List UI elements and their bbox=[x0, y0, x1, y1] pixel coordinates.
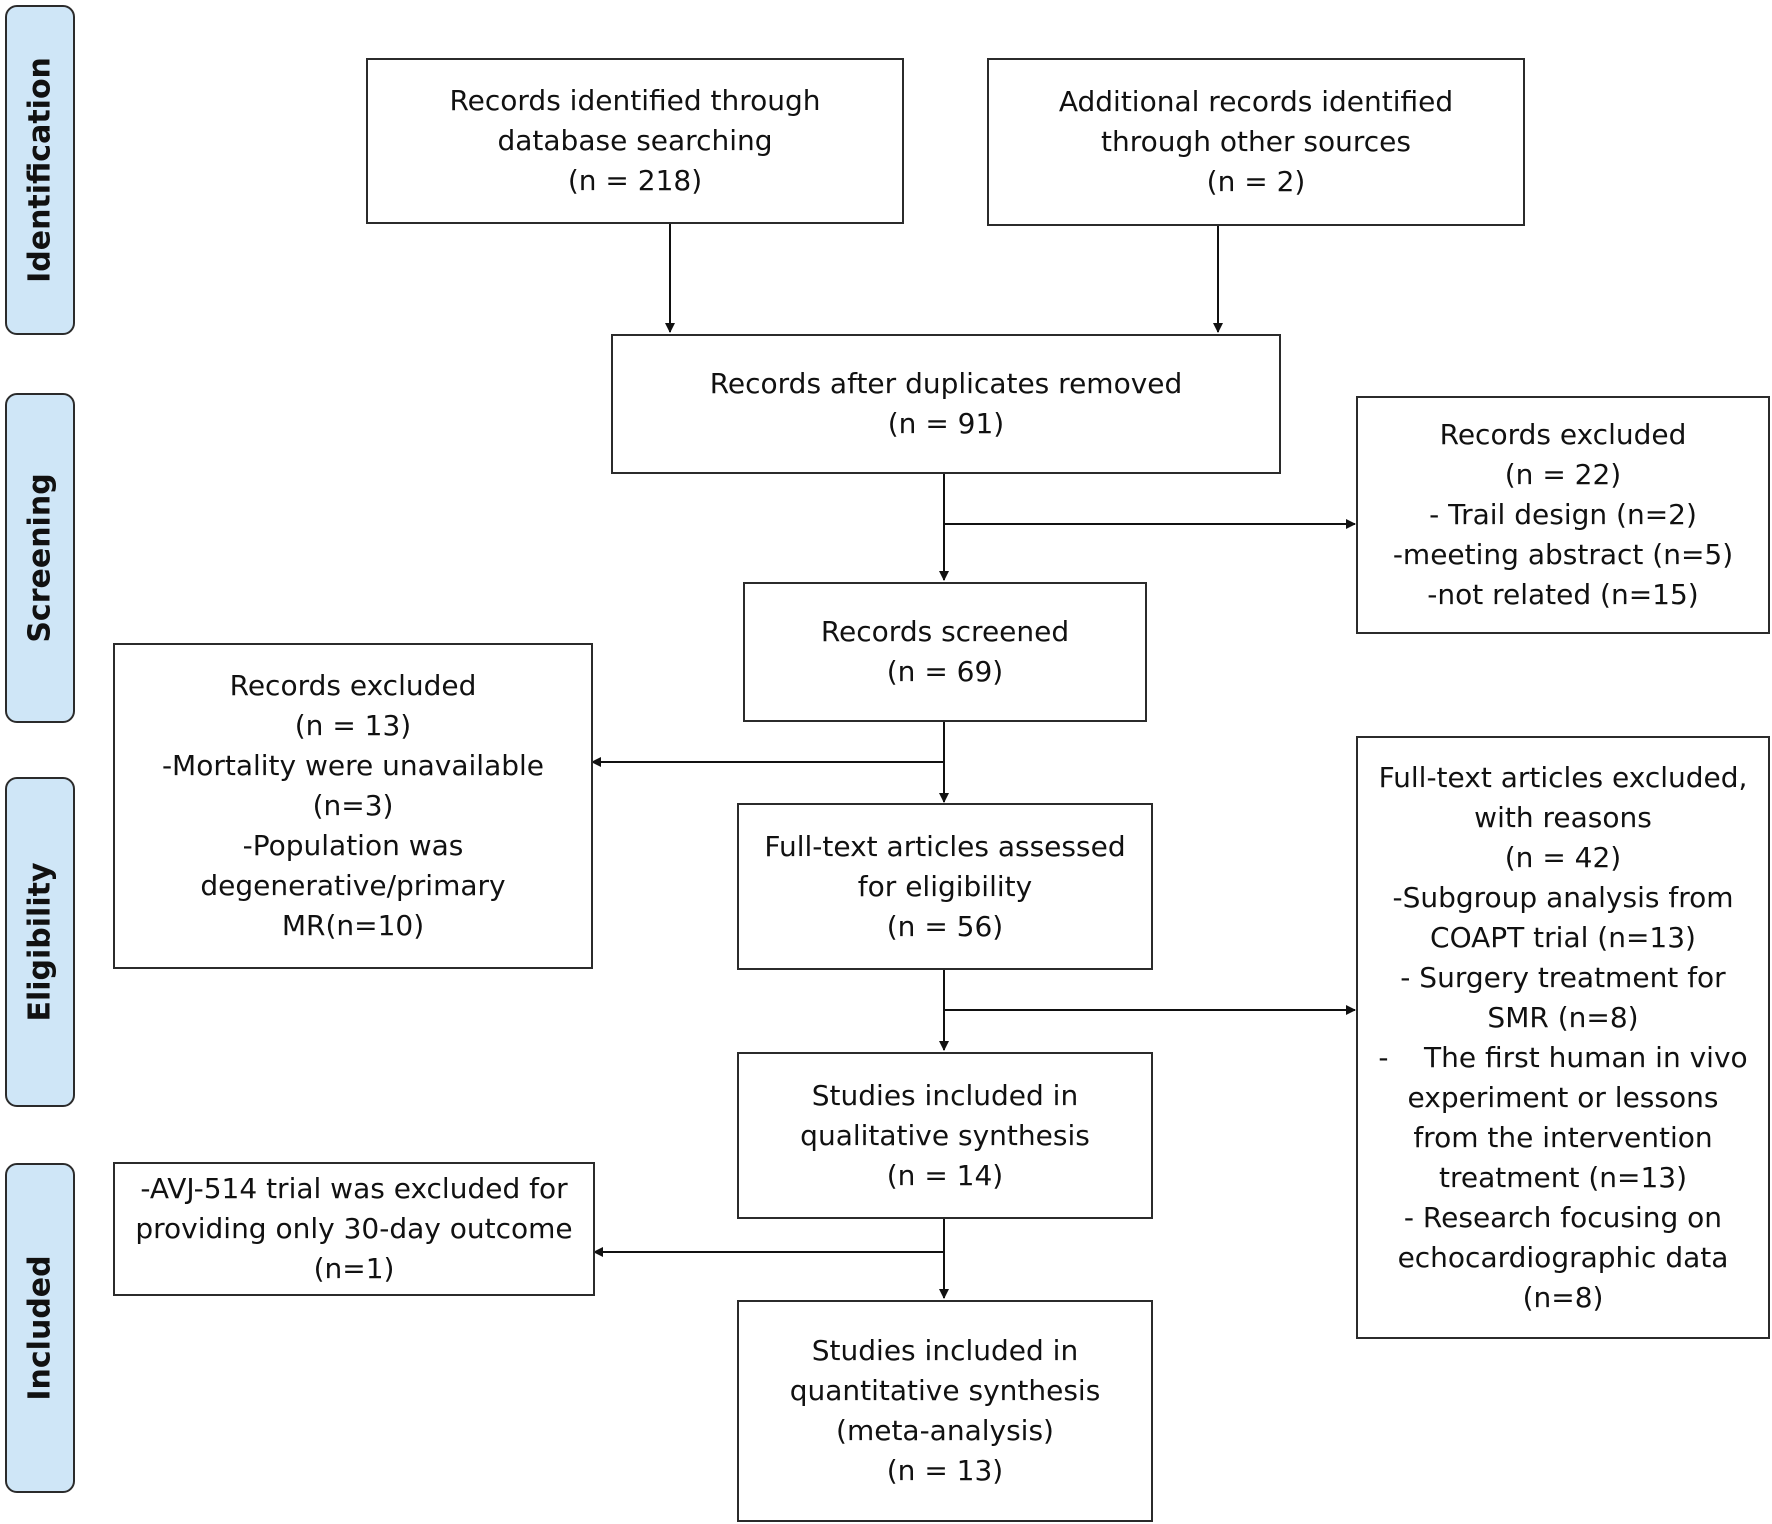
stage-screening-label: Screening bbox=[22, 473, 58, 643]
box-line: providing only 30-day outcome bbox=[135, 1212, 573, 1245]
box-line: - Research focusing on bbox=[1403, 1200, 1723, 1234]
box-line: -not related (n=15) bbox=[1427, 578, 1699, 611]
box-line: Records screened bbox=[820, 615, 1070, 648]
stage-eligibility-label: Eligibility bbox=[22, 862, 58, 1022]
box-line: (n = 218) bbox=[567, 164, 703, 197]
box-line: (n=1) bbox=[313, 1252, 395, 1285]
box-line: from the intervention bbox=[1413, 1120, 1713, 1154]
box-line: SMR (n=8) bbox=[1487, 1000, 1639, 1034]
box-line: (n = 13) bbox=[886, 1454, 1004, 1487]
box-line: treatment (n=13) bbox=[1438, 1160, 1688, 1194]
box-line: with reasons bbox=[1474, 800, 1652, 834]
box-line: - Trail design (n=2) bbox=[1429, 498, 1697, 531]
box-line: -AVJ-514 trial was excluded for bbox=[140, 1172, 568, 1205]
box-line: Studies included in bbox=[811, 1078, 1079, 1112]
box-line: Full-text articles assessed bbox=[764, 829, 1126, 863]
box-line: (n=8) bbox=[1522, 1280, 1604, 1314]
box-line: (n = 14) bbox=[886, 1158, 1004, 1192]
box-line: COAPT trial (n=13) bbox=[1430, 920, 1696, 954]
box-line: (n=3) bbox=[312, 789, 394, 822]
box-line: (n = 42) bbox=[1504, 840, 1622, 874]
quantitative-synthesis-box: Studies included in quantitative synthes… bbox=[737, 1300, 1153, 1522]
box-line: quantitative synthesis bbox=[789, 1374, 1101, 1407]
records-screened-box: Records screened (n = 69) bbox=[743, 582, 1147, 722]
full-text-excluded-box: Full-text articles excluded, with reason… bbox=[1356, 736, 1770, 1339]
box-line: -Subgroup analysis from bbox=[1392, 880, 1734, 914]
box-line: degenerative/primary bbox=[200, 869, 506, 902]
box-line: (n = 69) bbox=[886, 655, 1004, 688]
qualitative-synthesis-box: Studies included in qualitative synthesi… bbox=[737, 1052, 1153, 1219]
box-line: Additional records identified bbox=[1058, 85, 1454, 118]
box-line: Full-text articles excluded, bbox=[1378, 760, 1748, 794]
box-line: - The first human in vivo bbox=[1378, 1040, 1748, 1074]
full-text-assessed-box: Full-text articles assessed for eligibil… bbox=[737, 803, 1153, 970]
after-duplicates-box: Records after duplicates removed (n = 91… bbox=[611, 334, 1281, 474]
box-line: (n = 13) bbox=[294, 709, 412, 742]
box-line: MR(n=10) bbox=[281, 909, 425, 942]
box-line: - Surgery treatment for bbox=[1400, 960, 1726, 994]
box-line: (n = 91) bbox=[887, 407, 1005, 440]
box-line: Records excluded bbox=[229, 669, 477, 702]
box-line: (n = 56) bbox=[886, 909, 1004, 943]
box-line: (meta-analysis) bbox=[836, 1414, 1054, 1447]
box-line: qualitative synthesis bbox=[800, 1118, 1090, 1152]
box-line: -Population was bbox=[242, 829, 464, 862]
stage-screening: Screening bbox=[5, 393, 75, 723]
box-line: Records after duplicates removed bbox=[709, 367, 1183, 400]
box-line: -Mortality were unavailable bbox=[161, 749, 545, 782]
included-excluded-box: -AVJ-514 trial was excluded for providin… bbox=[113, 1162, 595, 1296]
eligibility-excluded-box: Records excluded (n = 13) -Mortality wer… bbox=[113, 643, 593, 969]
box-line: (n = 2) bbox=[1206, 165, 1306, 198]
stage-identification-label: Identification bbox=[22, 57, 58, 283]
other-sources-box: Additional records identified through ot… bbox=[987, 58, 1525, 226]
box-line: (n = 22) bbox=[1504, 458, 1622, 491]
box-line: through other sources bbox=[1101, 125, 1411, 158]
box-line: Studies included in bbox=[811, 1334, 1079, 1367]
stage-eligibility: Eligibility bbox=[5, 777, 75, 1107]
box-line: experiment or lessons bbox=[1407, 1080, 1719, 1114]
screening-excluded-box: Records excluded (n = 22) - Trail design… bbox=[1356, 396, 1770, 634]
box-line: -meeting abstract (n=5) bbox=[1392, 538, 1734, 571]
box-line: for eligibility bbox=[857, 869, 1033, 903]
stage-included: Included bbox=[5, 1163, 75, 1493]
box-line: Records identified through bbox=[449, 84, 821, 117]
box-line: database searching bbox=[497, 124, 773, 157]
stage-identification: Identification bbox=[5, 5, 75, 335]
box-line: Records excluded bbox=[1439, 418, 1687, 451]
stage-included-label: Included bbox=[22, 1255, 58, 1401]
database-records-box: Records identified through database sear… bbox=[366, 58, 904, 224]
box-line: echocardiographic data bbox=[1397, 1240, 1729, 1274]
